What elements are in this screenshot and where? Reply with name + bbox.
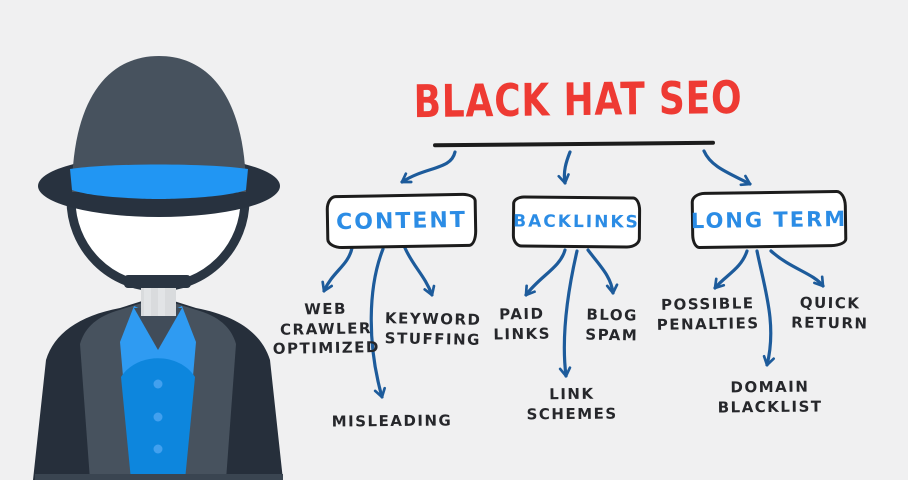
bowler-hat xyxy=(38,56,280,217)
arrow-longterm-to-penalties xyxy=(713,249,749,290)
arrow-title-to-backlinks xyxy=(557,150,572,185)
hat-band xyxy=(70,164,248,199)
label-quick-return: QUICK RETURN xyxy=(791,293,869,333)
arrow-backlinks-to-paid-links xyxy=(524,248,567,297)
label-domain-blacklist: DOMAIN BLACKLIST xyxy=(717,377,823,417)
arrow-longterm-to-quick-return xyxy=(769,249,825,288)
label-paid-links: PAID LINKS xyxy=(493,304,552,344)
node-content: CONTENT xyxy=(325,192,478,250)
arrow-title-to-longterm xyxy=(702,149,752,187)
node-long-term: LONG TERM xyxy=(690,189,848,250)
arrow-content-to-web-crawler xyxy=(321,246,354,293)
page-title: BLACK HAT SEO xyxy=(413,70,743,128)
label-blog-spam: BLOG SPAM xyxy=(585,305,639,344)
node-backlinks: BACKLINKS xyxy=(511,195,642,249)
arrow-title-to-content xyxy=(400,150,457,184)
hat-crown xyxy=(72,56,246,192)
title-underline xyxy=(432,140,716,148)
chin-bar xyxy=(124,275,191,288)
label-possible-penalties: POSSIBLE PENALTIES xyxy=(656,294,760,334)
label-misleading: MISLEADING xyxy=(331,411,453,431)
suit xyxy=(33,275,283,480)
arrow-backlinks-to-blog-spam xyxy=(586,248,619,295)
black-hat-figure-illustration xyxy=(33,56,283,480)
arrow-content-to-keyword xyxy=(403,246,436,297)
shirt-buttons xyxy=(153,379,163,454)
label-web-crawler-optimized: WEB CRAWLER OPTIMIZED xyxy=(272,299,381,358)
label-keyword-stuffing: KEYWORD STUFFING xyxy=(384,309,482,349)
label-link-schemes: LINK SCHEMES xyxy=(526,384,618,423)
